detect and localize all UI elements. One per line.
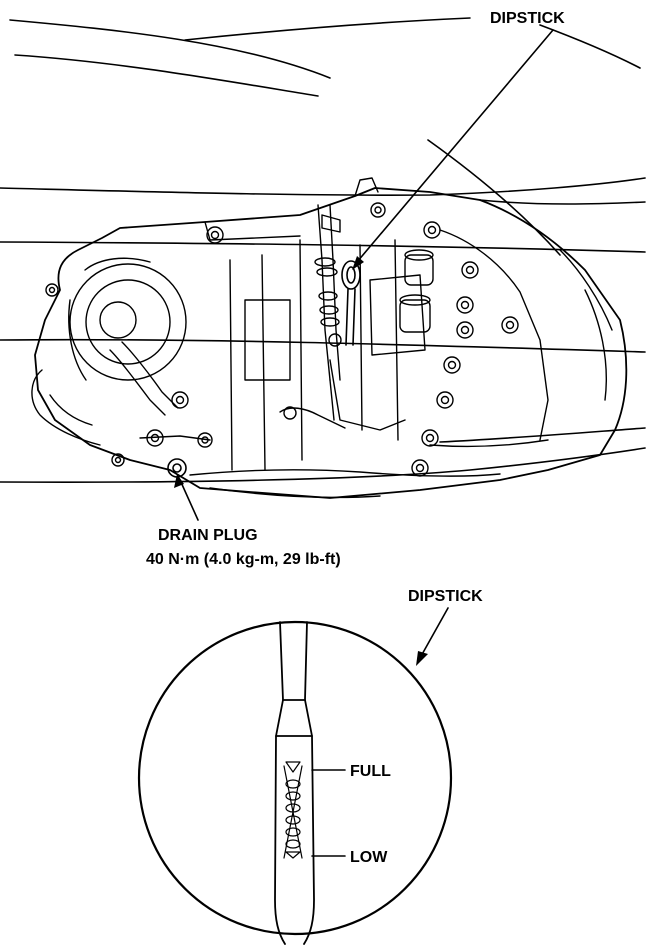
dipstick-blade bbox=[274, 621, 315, 945]
drain-plug-torque: 40 N·m (4.0 kg-m, 29 lb-ft) bbox=[146, 551, 341, 568]
shift-linkage bbox=[279, 204, 346, 429]
cooler-lines bbox=[109, 341, 211, 441]
dipstick-label-top: DIPSTICK bbox=[490, 10, 565, 27]
dipstick-detail-view bbox=[137, 607, 453, 945]
dipstick-leader bbox=[352, 29, 554, 270]
drain-plug-label: DRAIN PLUG bbox=[158, 527, 258, 544]
hatch-zone bbox=[283, 761, 303, 859]
studs bbox=[399, 249, 434, 333]
housing-bolts bbox=[45, 202, 519, 477]
full-mark-label: FULL bbox=[350, 763, 391, 780]
low-mark-label: LOW bbox=[350, 849, 388, 866]
body-lines bbox=[0, 17, 646, 483]
dipstick-detail-label: DIPSTICK bbox=[408, 588, 483, 605]
dipstick-handle bbox=[341, 260, 361, 346]
drain-plug-leader bbox=[174, 474, 199, 521]
transmission-housing bbox=[31, 177, 628, 499]
